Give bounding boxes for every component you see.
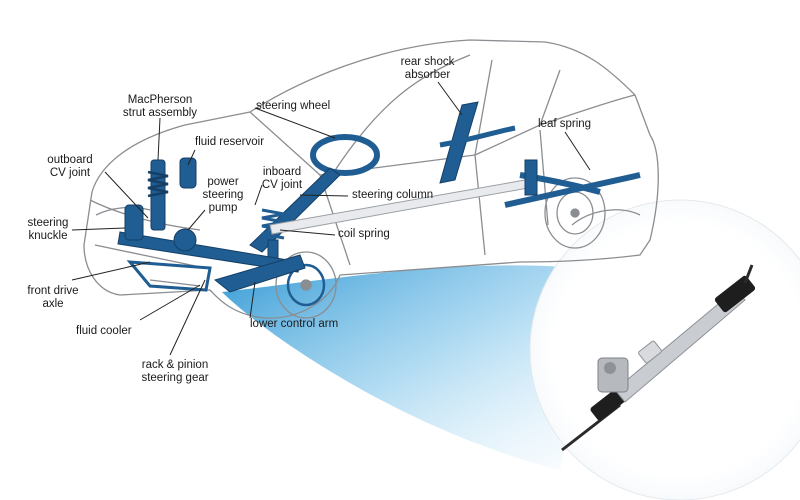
label-steering-wheel: steering wheel [256,100,331,112]
label-inboard-cv-joint: inboard CV joint [261,166,303,191]
label-rack-pinion-steering-gear: rack & pinion steering gear [141,359,209,384]
steering-rack-product [561,264,756,452]
label-lower-control-arm: lower control arm [250,318,339,330]
label-power-steering-pump: power steering pump [202,176,244,214]
label-front-drive-axle: front drive axle [27,285,79,310]
label-rear-shock-absorber: rear shock absorber [400,56,455,81]
label-outboard-cv-joint: outboard CV joint [47,154,93,179]
label-fluid-cooler: fluid cooler [76,325,132,337]
front-wheel [275,251,337,319]
label-steering-column: steering column [352,189,434,201]
label-steering-knuckle: steering knuckle [27,217,69,242]
suspension-steering-components [117,101,641,293]
label-leaf-spring: leaf spring [538,118,592,130]
label-fluid-reservoir: fluid reservoir [195,136,265,148]
leader-lines [71,81,591,356]
label-macpherson-strut-assembly: MacPherson strut assembly [122,94,198,119]
label-coil-spring: coil spring [338,228,390,240]
